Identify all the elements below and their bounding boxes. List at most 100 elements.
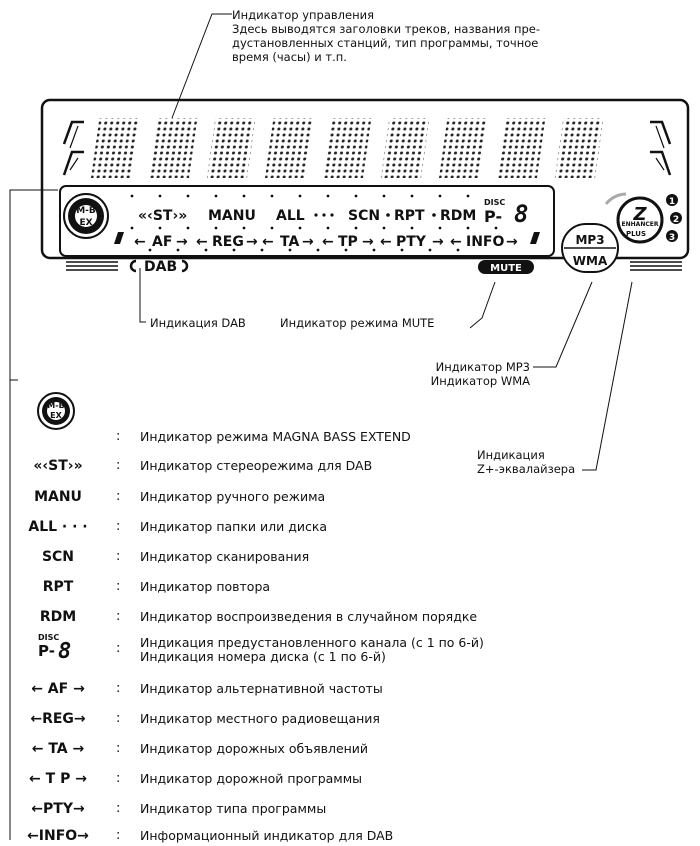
plus-label: PLUS (626, 230, 646, 238)
legend-symbol-rpt: RPT (42, 579, 74, 595)
legend-colon: : (116, 579, 121, 594)
legend-desc-info: Информационный индикатор для DAB (140, 828, 394, 843)
legend-colon: : (116, 489, 121, 504)
manu-indicator: MANU (208, 208, 256, 224)
all-indicator: ALL (276, 208, 305, 224)
control-indicator-line-3: время (часы) и т.п. (232, 50, 347, 64)
legend-symbol-tp: ← T P → (29, 771, 87, 787)
legend-desc-pty: Индикатор типа программы (140, 801, 327, 816)
svg-text:←: ← (262, 234, 274, 250)
legend-desc-disc-line-1: Индикация предустановленного канала (с 1… (140, 635, 484, 650)
legend-colon: : (116, 549, 121, 564)
legend-symbol-st: «‹ST›» (33, 458, 83, 474)
ta-indicator: TA (280, 234, 299, 250)
disc-digit: 8 (514, 200, 528, 228)
dab-left-arc-icon (129, 259, 137, 273)
legend-desc-st: Индикатор стереорежима для DAB (140, 458, 373, 473)
legend-disc-digit: 8 (58, 639, 71, 664)
svg-text:←: ← (450, 234, 462, 250)
mute-callout: Индикатор режима MUTE (280, 316, 435, 330)
legend-colon: : (116, 458, 121, 473)
legend-colon: : (116, 681, 121, 696)
af-indicator: AF (152, 234, 172, 250)
preset-2-label: 2 (673, 215, 679, 225)
control-indicator-callout: Индикатор управления Здесь выводятся заг… (232, 8, 540, 64)
control-leader-line (171, 13, 232, 119)
legend-symbol-pty: ←PTY→ (31, 801, 85, 817)
mute-leader-line (469, 281, 496, 329)
mbex-top-label: M-B (76, 206, 96, 216)
mute-badge (478, 260, 534, 274)
legend-desc-reg: Индикатор местного радиовещания (140, 711, 380, 726)
disc-label: DISC (484, 198, 505, 207)
indicator-dot-rows (130, 194, 498, 252)
legend-colon: : (116, 429, 121, 444)
zplus-leader-line (582, 281, 633, 471)
svg-text:→: → (362, 234, 374, 250)
legend-symbol-rdm: RDM (39, 609, 77, 625)
zplus-enhancer-icon (604, 192, 664, 244)
legend-colon: : (116, 641, 121, 656)
legend-desc-all: Индикатор папки или диска (140, 519, 328, 534)
legend-colon: : (116, 771, 121, 786)
rdm-indicator: RDM (440, 208, 476, 224)
mute-indicator: MUTE (490, 263, 522, 274)
p-label: P- (484, 207, 502, 226)
control-indicator-title: Индикатор управления (232, 8, 375, 22)
legend-symbol-manu: MANU (34, 489, 82, 505)
zplus-callout-line-2: Z+-эквалайзера (477, 462, 576, 476)
legend-colon: : (116, 609, 121, 624)
legend-symbol-scn: SCN (41, 549, 75, 565)
legend-symbol-info: ←INFO→ (27, 828, 89, 844)
legend-desc-disc-line-2: Индикация номера диска (с 1 по 6-й) (140, 649, 386, 664)
right-bracket-decoration (650, 120, 672, 176)
legend-desc-af: Индикатор альтернативной частоты (140, 681, 383, 696)
legend-mbex-icon (37, 392, 75, 430)
display-frame (40, 98, 690, 260)
legend-desc-mbex: Индикатор режима MAGNA BASS EXTEND (140, 429, 411, 444)
reg-indicator: REG (212, 234, 244, 250)
legend-colon: : (116, 828, 121, 843)
tp-indicator: TP (338, 234, 358, 250)
zplus-callout-line-1: Индикация (477, 448, 545, 462)
dab-callout: Индикация DAB (150, 316, 246, 330)
preset-1-label: 1 (669, 197, 675, 207)
legend-symbol-all: ALL · · · (28, 519, 88, 535)
legend-desc-manu: Индикатор ручного режима (140, 489, 326, 504)
mp3-indicator: MP3 (575, 233, 604, 247)
legend-desc-rdm: Индикатор воспроизведения в случайном по… (140, 609, 478, 624)
legend-desc-disc: Индикация предустановленного канала (с 1… (140, 636, 484, 664)
dab-right-arc-icon (181, 259, 189, 273)
dab-indicator: DAB (144, 259, 177, 275)
enhancer-label: ENHANCER (622, 221, 659, 228)
control-indicator-line-1: Здесь выводятся заголовки треков, назван… (232, 22, 541, 36)
legend-disc-label: DISC (38, 633, 59, 642)
legend-desc-rpt: Индикатор повтора (140, 579, 271, 594)
right-strip-lines (630, 261, 682, 271)
svg-text:←: ← (322, 234, 334, 250)
mbex-bottom-label: EX (79, 218, 92, 228)
legend-mbex-top: M-B (47, 401, 64, 410)
mbex-badge-icon (63, 193, 109, 239)
preset-3-label: 3 (669, 233, 675, 243)
legend-symbol-reg: ←REG→ (30, 711, 86, 727)
svg-text:→: → (506, 234, 518, 250)
legend-p-label: P- (38, 642, 55, 660)
svg-text:→: → (302, 234, 314, 250)
legend-symbol-ta: ← TA → (31, 741, 85, 757)
legend-desc-ta: Индикатор дорожных объявлений (140, 741, 369, 756)
control-indicator-line-2: дустановленных станций, тип программы, т… (232, 36, 539, 50)
dot-matrix-characters (90, 118, 604, 178)
left-strip-lines (66, 261, 118, 271)
status-indicator-box (59, 185, 555, 257)
legend-desc-tp: Индикатор дорожной программы (140, 771, 363, 786)
svg-text:←: ← (380, 234, 392, 250)
scn-indicator: SCN (348, 208, 380, 224)
wma-indicator: WMA (573, 254, 608, 268)
legend-colon: : (116, 519, 121, 534)
legend-colon: : (116, 741, 121, 756)
left-bracket-decoration (62, 120, 84, 176)
st-indicator: «‹ST›» (138, 208, 187, 224)
rpt-indicator: RPT (394, 208, 425, 224)
